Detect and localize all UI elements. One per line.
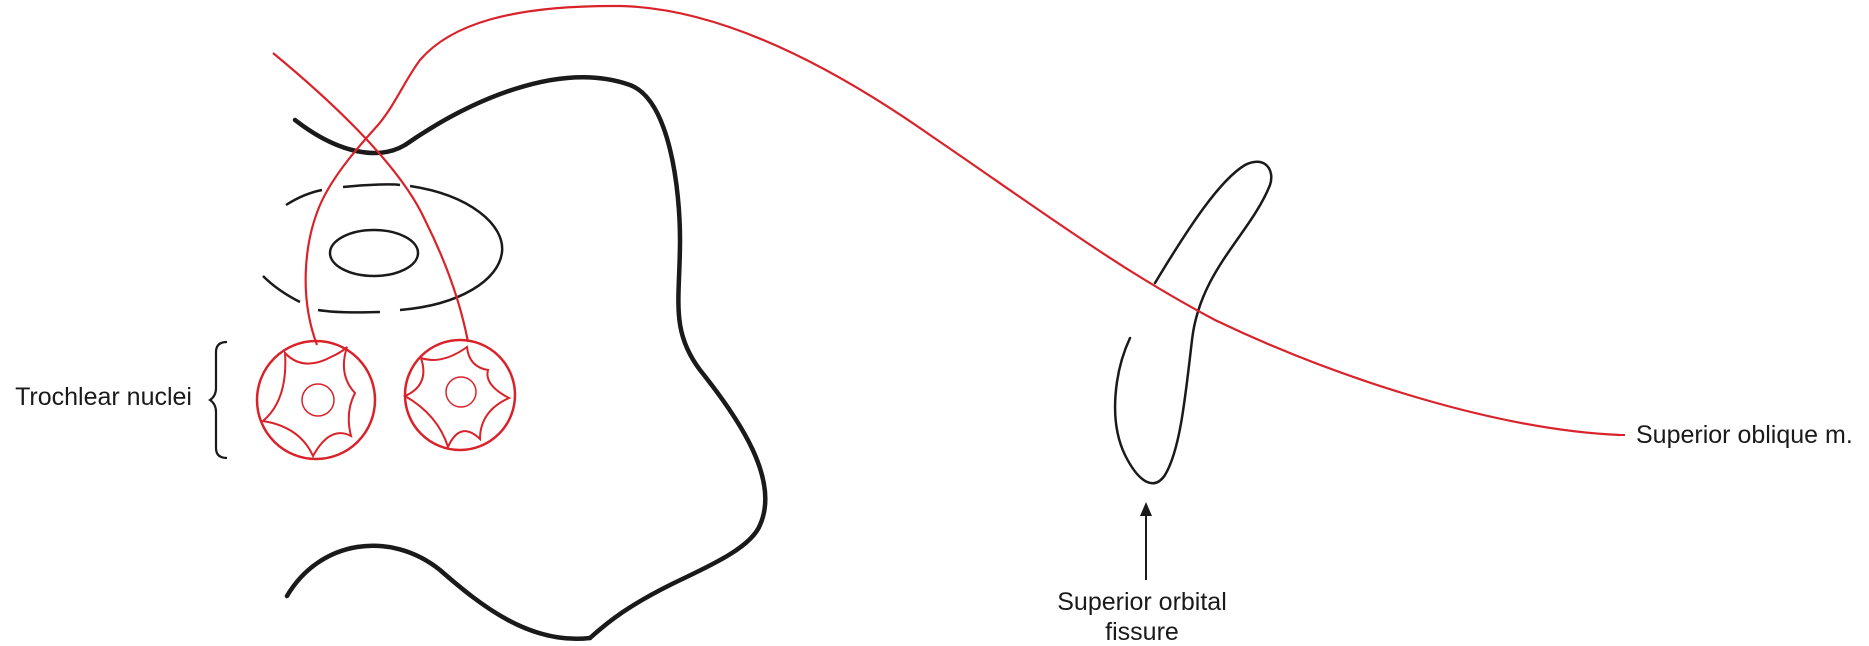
brainstem-outline-lower xyxy=(284,543,593,642)
superior-orbital-fissure-arrow xyxy=(1140,502,1152,580)
label-superior-oblique: Superior oblique m. xyxy=(1636,421,1853,449)
trochlear-nuclei-brace xyxy=(208,340,228,460)
label-superior-orbital-fissure-line1: Superior orbital xyxy=(1057,588,1227,616)
trochlear-nucleus-right xyxy=(402,338,517,452)
label-superior-orbital-fissure-line2: fissure xyxy=(1105,618,1179,646)
trochlear-nerve-paths xyxy=(272,4,1621,437)
trochlear-nucleus-left xyxy=(255,339,377,461)
superior-orbital-fissure-shape xyxy=(1113,160,1273,485)
brainstem-outline xyxy=(292,75,768,641)
label-trochlear-nuclei: Trochlear nuclei xyxy=(15,383,192,411)
aqueduct-rings xyxy=(262,183,504,314)
